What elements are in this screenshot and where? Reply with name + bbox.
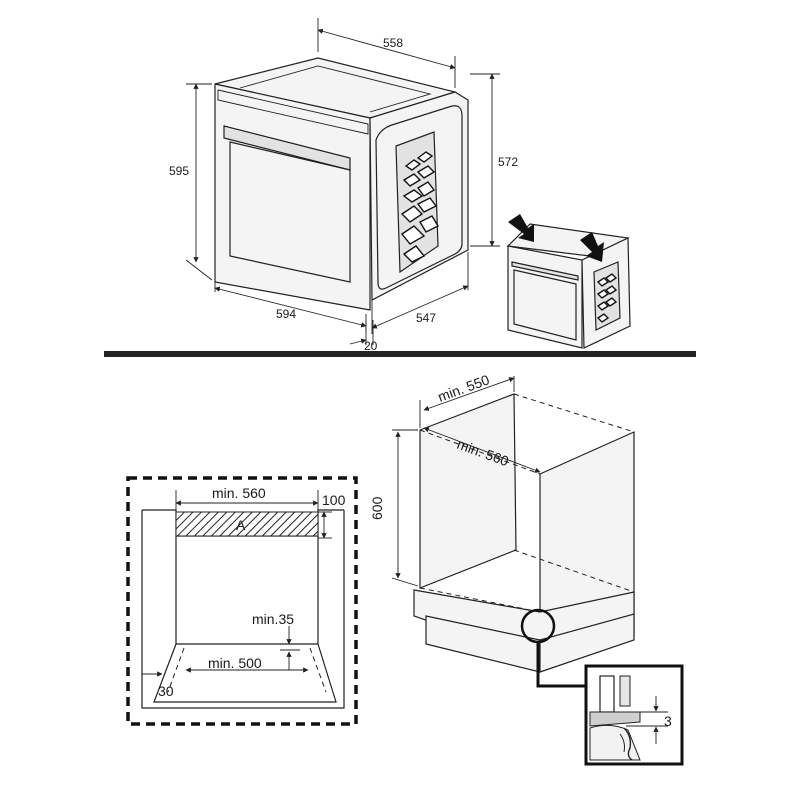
dim-cabinet-side-offset: 30 [158,683,174,699]
dim-oven-door-offset: 20 [364,339,378,353]
cabinet-outline-dashed [126,476,358,726]
dim-cabinet-vent-height: 100 [322,492,346,508]
dim-detail-gap: 3 [664,713,672,729]
cabinet-iso-view [391,376,635,688]
side-vent-pattern [400,151,439,263]
dim-iso-depth: min. 550 [436,371,492,404]
dim-cabinet-top-width: min. 560 [212,485,266,501]
vent-zone-label: A [236,517,246,533]
detail-callout-box [584,664,684,766]
push-down-arrow-icon [580,232,604,262]
section-divider [104,351,696,357]
oven-install-drawing [506,214,631,349]
cabinet-front-view: A [126,476,358,726]
oven-door-window [229,141,351,283]
dim-iso-height: 600 [369,496,385,520]
dim-oven-height-side: 572 [498,155,518,169]
oven-main-drawing [214,57,469,311]
oven-front-face [214,83,371,311]
dim-oven-depth-side: 547 [416,311,436,325]
vent-zone-a [175,511,319,537]
dim-cabinet-bottom-width: min. 500 [208,655,262,671]
push-down-arrow-icon [508,214,534,242]
dim-oven-width-front: 594 [276,307,296,321]
oven-dimension-lines [185,18,500,345]
dim-cabinet-bottom-gap: min.35 [252,611,294,627]
install-side-vent-pattern [596,273,618,323]
dim-oven-depth-top: 558 [383,36,403,50]
dim-oven-height-front: 595 [169,164,189,178]
